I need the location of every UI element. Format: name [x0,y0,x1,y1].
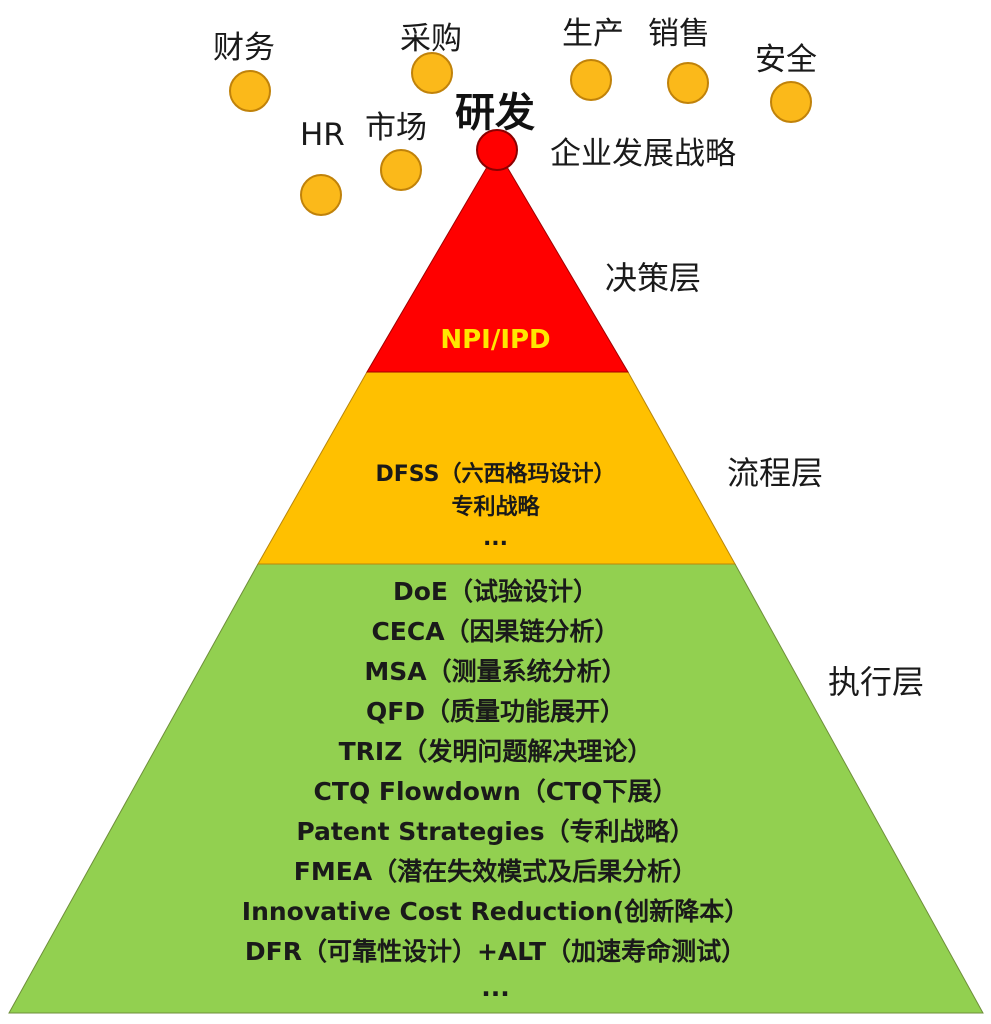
apex-ball [476,129,518,171]
dept-marketing-label: 市场 [365,110,427,146]
safety-dot [770,81,812,123]
production-dot [570,59,612,101]
process-item: DFSS（六西格玛设计） [375,462,616,487]
execution-item: FMEA（潜在失效模式及后果分析） [293,857,698,886]
hr-dot [300,174,342,216]
finance-dot [229,70,271,112]
dept-procurement-label: 采购 [400,21,462,57]
marketing-dot [380,149,422,191]
procurement-dot [411,52,453,94]
execution-item: ... [481,973,510,1002]
process-item: 专利战略 [451,495,540,520]
process-layer-label: 流程层 [727,454,824,492]
execution-item: Innovative Cost Reduction(创新降本） [241,897,750,926]
decision-layer-shape [366,149,629,373]
dept-finance-label: 财务 [213,30,275,66]
decision-item: NPI/IPD [440,325,551,355]
execution-item: DFR（可靠性设计）+ALT（加速寿命测试） [244,937,747,966]
execution-item: DoE（试验设计） [392,577,598,606]
execution-layer-label: 执行层 [828,663,925,701]
process-item: ... [482,526,509,551]
dept-production-label: 生产 [562,16,624,52]
execution-item: Patent Strategies（专利战略） [296,817,695,846]
execution-item: CTQ Flowdown（CTQ下展） [313,777,678,806]
execution-item: CECA（因果链分析） [371,617,620,646]
decision-layer-label: 决策层 [605,259,702,297]
rd-title: 研发 [455,90,535,136]
execution-item: MSA（测量系统分析） [364,657,627,686]
sales-dot [667,62,709,104]
dept-safety-label: 安全 [755,42,817,78]
dept-sales-label: 销售 [648,16,710,52]
execution-item: TRIZ（发明问题解决理论） [338,737,653,766]
dept-hr-label: HR [300,117,345,153]
execution-item: QFD（质量功能展开） [365,697,626,726]
dept-strategy-label: 企业发展战略 [550,136,736,172]
